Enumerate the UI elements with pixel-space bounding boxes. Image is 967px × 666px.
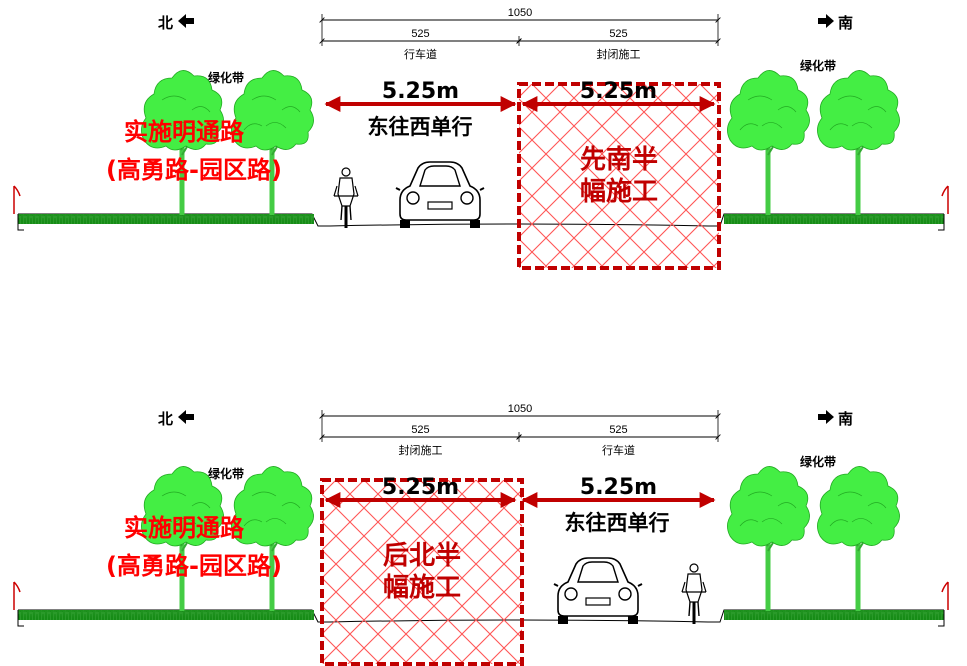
north-label: 北 bbox=[158, 410, 173, 428]
tree-4 bbox=[816, 69, 901, 216]
work-zone-border bbox=[517, 82, 721, 270]
curb-ends bbox=[17, 214, 945, 231]
left-dim-text: 525 bbox=[411, 28, 429, 40]
work-text-line1: 先南半 bbox=[580, 145, 658, 175]
north-label: 北 bbox=[158, 14, 173, 32]
south-arrow-icon bbox=[818, 410, 834, 424]
left-width-text: 5.25m bbox=[382, 475, 459, 500]
right-lane-label: 行车道 bbox=[602, 443, 635, 457]
work-zone-border bbox=[320, 478, 524, 666]
right-width-text: 5.25m bbox=[580, 79, 657, 104]
grass-left-texture bbox=[18, 214, 314, 224]
rail-left bbox=[13, 581, 21, 610]
road-name-line1: 实施明通路 bbox=[124, 514, 245, 542]
left-lane-label: 行车道 bbox=[404, 47, 437, 61]
green-belt-right-label: 绿化带 bbox=[800, 58, 836, 73]
right-dim-text: 525 bbox=[609, 28, 627, 40]
rail-right bbox=[941, 185, 949, 214]
green-belt-right-label: 绿化带 bbox=[800, 454, 836, 469]
south-label: 南 bbox=[838, 410, 853, 428]
tree-3 bbox=[726, 69, 811, 216]
work-zone-hatch bbox=[519, 84, 719, 268]
total-dim-text: 1050 bbox=[508, 403, 532, 415]
tree-4 bbox=[816, 465, 901, 612]
tree-3 bbox=[726, 465, 811, 612]
work-zone-hatch bbox=[322, 480, 522, 664]
work-text-line2: 幅施工 bbox=[383, 572, 461, 603]
car-icon bbox=[553, 557, 643, 625]
curb-ends bbox=[17, 610, 945, 627]
work-text-line2: 幅施工 bbox=[580, 176, 658, 207]
north-arrow-icon bbox=[178, 410, 194, 424]
rail-left bbox=[13, 185, 21, 214]
right-lane-label: 封闭施工 bbox=[597, 47, 641, 61]
cyclist-icon bbox=[333, 167, 359, 229]
road-name-line1: 实施明通路 bbox=[124, 118, 245, 146]
rail-right bbox=[941, 581, 949, 610]
road-name-line2: (高勇路-园区路) bbox=[106, 156, 282, 184]
north-arrow-icon bbox=[178, 14, 194, 28]
road-name-line2: (高勇路-园区路) bbox=[106, 552, 282, 580]
grass-right-texture bbox=[724, 610, 944, 620]
left-dim-text: 525 bbox=[411, 424, 429, 436]
south-arrow-icon bbox=[818, 14, 834, 28]
grass-right-texture bbox=[724, 214, 944, 224]
left-width-text: 5.25m bbox=[382, 79, 459, 104]
work-text-line1: 后北半 bbox=[383, 541, 461, 571]
total-dim-text: 1050 bbox=[508, 7, 532, 19]
grass-left-texture bbox=[18, 610, 314, 620]
traffic-direction-text: 东往西单行 bbox=[368, 115, 473, 139]
right-width-text: 5.25m bbox=[580, 475, 657, 500]
traffic-direction-text: 东往西单行 bbox=[565, 511, 670, 535]
right-dim-text: 525 bbox=[609, 424, 627, 436]
green-belt-left-label: 绿化带 bbox=[208, 466, 244, 481]
cyclist-icon bbox=[681, 563, 707, 625]
south-label: 南 bbox=[838, 14, 853, 32]
car-icon bbox=[395, 161, 485, 229]
green-belt-left-label: 绿化带 bbox=[208, 70, 244, 85]
left-lane-label: 封闭施工 bbox=[399, 443, 443, 457]
